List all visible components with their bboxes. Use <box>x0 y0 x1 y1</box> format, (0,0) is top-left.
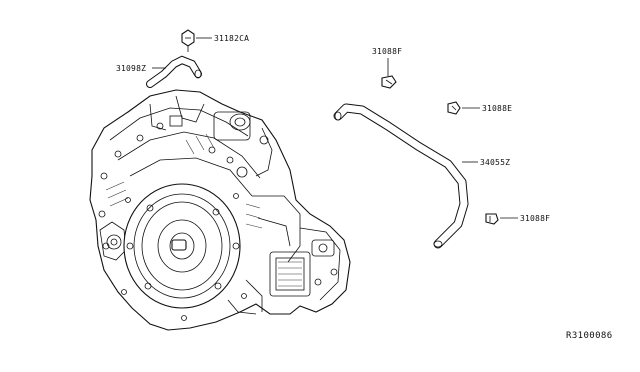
label-31098z: 31098Z <box>116 64 146 73</box>
label-34055z: 34055Z <box>480 158 510 167</box>
label-31182ca: 31182CA <box>214 34 249 43</box>
clamp-31088f-top-icon <box>381 75 397 89</box>
reference-code: R3100086 <box>566 331 613 341</box>
label-31088e: 31088E <box>482 104 512 113</box>
label-31088f-top: 31088F <box>372 47 402 56</box>
hose-31098z-icon <box>146 55 202 88</box>
clip-31182ca-icon <box>181 29 195 52</box>
transmission-assembly <box>89 89 351 331</box>
hose-34055z-icon <box>333 103 469 249</box>
clip-31088f-right-icon <box>485 213 499 225</box>
label-31088f-right: 31088F <box>520 214 550 223</box>
clamp-31088e-icon <box>447 101 461 115</box>
